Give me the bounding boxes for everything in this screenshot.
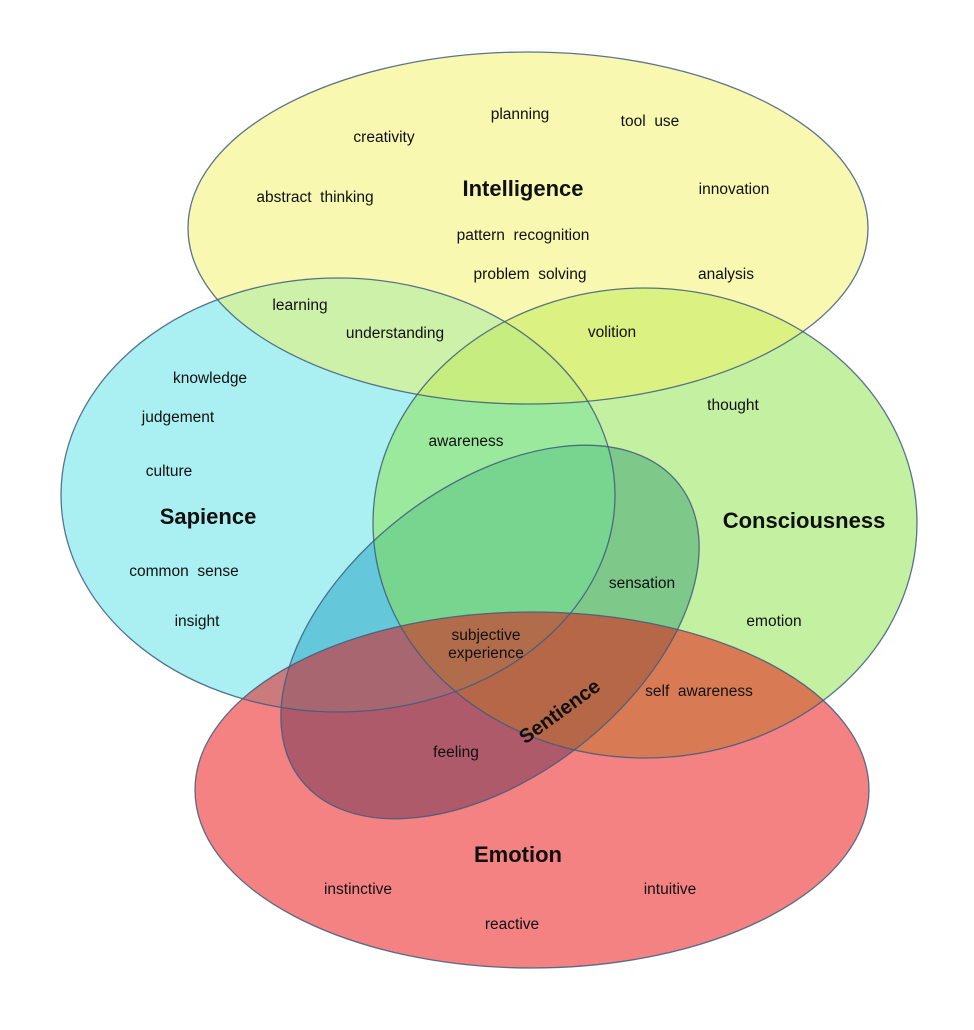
intelligence-ellipse [188, 52, 868, 404]
sapience-outline [60, 277, 616, 713]
consciousness-outline [372, 287, 918, 759]
emotion-ellipse [195, 612, 869, 968]
sentience-outline [280, 444, 700, 820]
emotion-outline [194, 611, 870, 969]
intelligence-outline [187, 51, 869, 405]
